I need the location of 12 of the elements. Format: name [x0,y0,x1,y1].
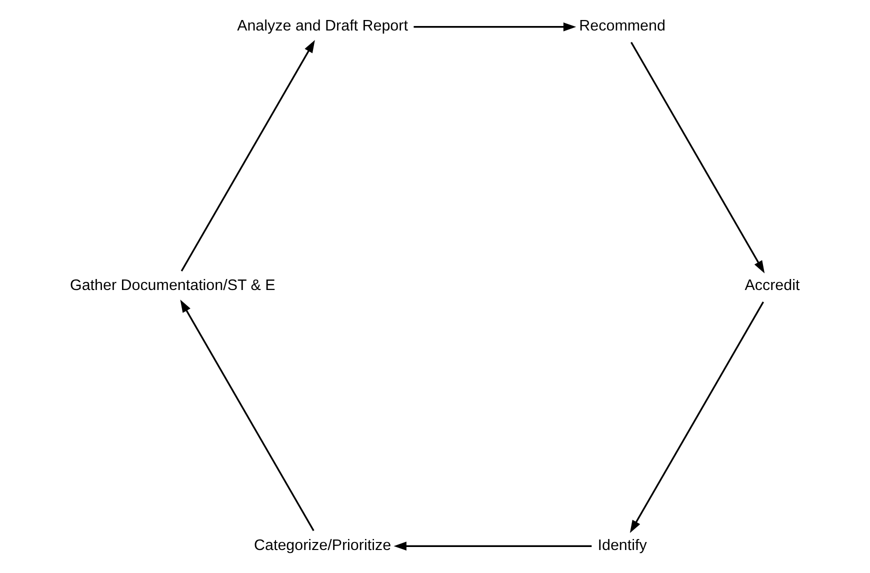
arrow [630,302,764,533]
node-text: Categorize/Prioritize [254,536,392,554]
node-text: Identify [598,536,647,554]
arrow [414,22,576,32]
node-text: Gather Documentation/ST & E [70,277,276,294]
node-text: Recommend [579,18,666,35]
arrow [180,40,315,272]
node-text: Analyze and Draft Report [237,18,408,35]
arrow [394,542,592,551]
node-text: Accredit [744,277,800,294]
arrow [630,42,765,274]
arrow [180,300,314,532]
